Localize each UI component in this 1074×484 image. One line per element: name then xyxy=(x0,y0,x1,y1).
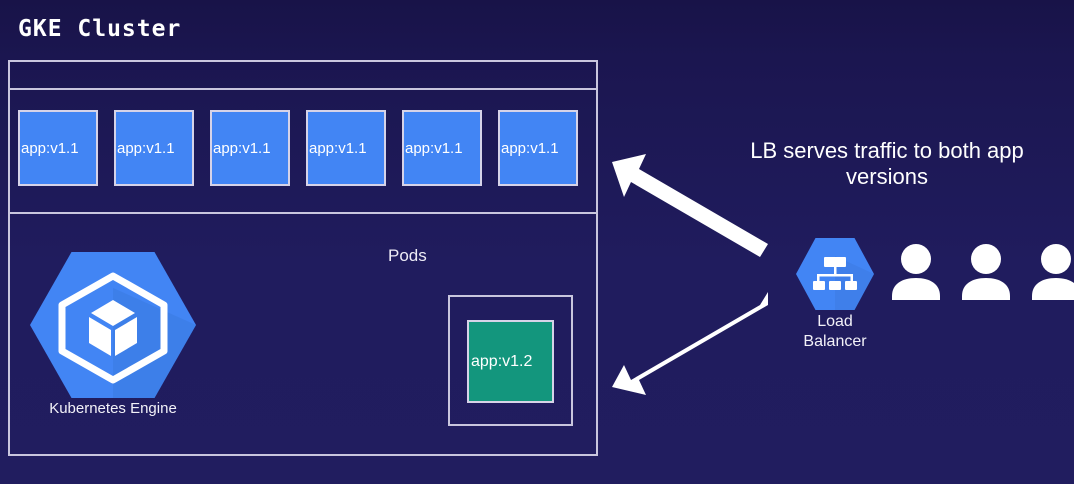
pod-label: app:v1.1 xyxy=(213,139,271,157)
node-pods-strip: app:v1.1 app:v1.1 app:v1.1 app:v1.1 app:… xyxy=(10,90,596,212)
page-title: GKE Cluster xyxy=(18,16,182,42)
load-balancer-icon xyxy=(796,238,874,310)
load-balancer-label: Load Balancer xyxy=(784,312,886,352)
pod-label: app:v1.1 xyxy=(21,139,79,157)
canary-pod-container xyxy=(448,295,573,426)
cluster-header-divider xyxy=(8,88,598,90)
lb-annotation-line1: LB serves traffic to both app xyxy=(750,138,1024,163)
user-icon xyxy=(962,244,1010,300)
lb-annotation-line2: versions xyxy=(846,164,928,190)
pod-label: app:v1.1 xyxy=(501,139,559,157)
kubernetes-engine-icon xyxy=(30,252,196,398)
kubernetes-engine-group: Kubernetes Engine xyxy=(22,252,204,424)
pod-v1-3[interactable]: app:v1.1 xyxy=(210,110,290,186)
pod-label: app:v1.1 xyxy=(405,139,463,157)
pods-caption: Pods xyxy=(388,246,427,265)
pods-strip-divider xyxy=(8,212,598,214)
pod-label: app:v1.1 xyxy=(117,139,175,157)
lb-annotation: LB serves traffic to both app versions xyxy=(706,138,1068,191)
users-group xyxy=(890,244,1074,300)
pod-v1-5[interactable]: app:v1.1 xyxy=(402,110,482,186)
user-icon xyxy=(1032,244,1074,300)
load-balancer-label-line1: Load xyxy=(817,313,853,330)
user-icon xyxy=(892,244,940,300)
pods-row: app:v1.1 app:v1.1 app:v1.1 app:v1.1 app:… xyxy=(18,110,578,186)
gke-cluster-box xyxy=(8,60,598,456)
load-balancer-label-line2: Balancer xyxy=(803,333,867,350)
arrow-to-v2-pod-icon xyxy=(612,292,768,395)
pod-v1-6[interactable]: app:v1.1 xyxy=(498,110,578,186)
pod-v1-2[interactable]: app:v1.1 xyxy=(114,110,194,186)
pod-v2[interactable]: app:v1.2 xyxy=(467,320,554,403)
arrow-to-v1-pods-icon xyxy=(612,154,768,257)
pod-label: app:v1.2 xyxy=(471,352,533,370)
pod-label: app:v1.1 xyxy=(309,139,367,157)
kubernetes-engine-label: Kubernetes Engine xyxy=(49,400,177,417)
load-balancer-group: Load Balancer xyxy=(790,238,880,360)
pod-v1-1[interactable]: app:v1.1 xyxy=(18,110,98,186)
pod-v1-4[interactable]: app:v1.1 xyxy=(306,110,386,186)
